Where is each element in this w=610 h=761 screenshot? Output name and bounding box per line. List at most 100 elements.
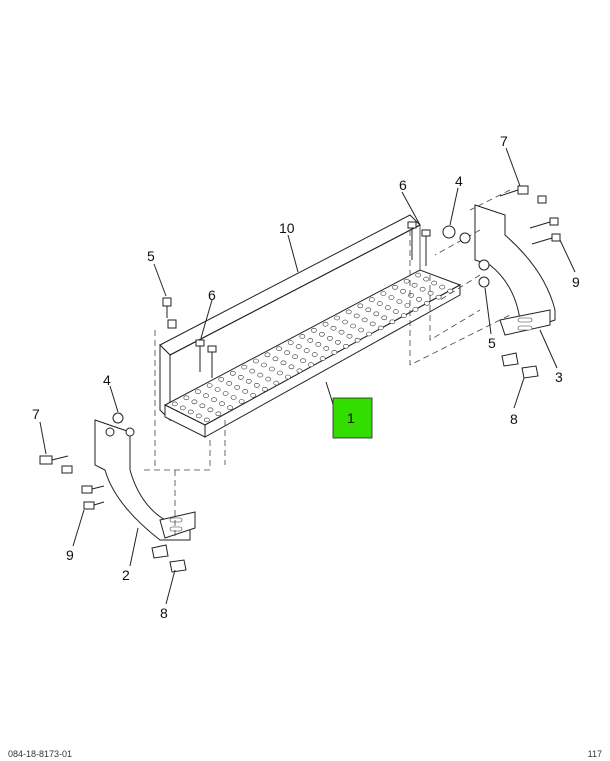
tread-hole — [295, 344, 302, 349]
tread-hole — [377, 325, 384, 331]
callout-1: 1 — [347, 410, 355, 426]
tread-hole — [342, 343, 349, 349]
tread-hole — [368, 297, 375, 302]
tread-hole — [211, 397, 217, 403]
back-panel — [159, 214, 421, 422]
tread-hole — [396, 299, 403, 304]
nut-4-left — [112, 412, 124, 424]
callout-6-right: 6 — [399, 177, 407, 193]
tread-hole — [361, 317, 368, 323]
callout-4-left: 4 — [103, 372, 111, 388]
tread-hole — [261, 386, 268, 392]
tread-hole — [207, 407, 214, 413]
tread-hole — [268, 366, 275, 372]
tread-hole — [203, 417, 210, 423]
tread-hole — [319, 356, 326, 361]
tread-hole — [222, 391, 229, 396]
left-bracket — [94, 419, 196, 541]
tread-hole — [415, 272, 422, 278]
tread-hole — [389, 319, 396, 325]
tread-hole — [241, 364, 248, 370]
tread-hole — [257, 372, 264, 378]
callout-3: 3 — [555, 369, 563, 385]
tread-hole — [234, 385, 241, 390]
tread-hole — [273, 380, 280, 386]
tread-hole — [242, 389, 249, 394]
tread-hole — [311, 352, 318, 357]
drawing-number: 084-18-8173-01 — [8, 749, 73, 759]
bolt-9-right — [529, 217, 559, 229]
tread-hole — [447, 288, 454, 294]
tread-hole — [408, 292, 414, 298]
tread-hole — [411, 282, 418, 288]
callout-8-left: 8 — [160, 605, 168, 621]
tread-hole — [412, 307, 419, 312]
callout-10: 10 — [279, 220, 295, 236]
tread-hole — [419, 286, 426, 292]
tread-hole — [183, 395, 190, 401]
tread-hole — [264, 352, 271, 358]
tread-hole — [276, 346, 282, 352]
callout-6-left: 6 — [208, 287, 216, 303]
tread-hole — [195, 389, 201, 395]
tread-hole — [427, 290, 434, 296]
tread-hole — [230, 395, 237, 400]
tread-hole — [214, 387, 221, 392]
tread-hole — [284, 350, 290, 356]
tread-hole — [191, 399, 198, 405]
clip-8-left — [151, 544, 187, 573]
tread-hole — [218, 377, 225, 382]
tread-hole — [187, 409, 194, 415]
callout-labels: 1 2 3 4 4 5 5 6 6 7 7 8 8 9 9 10 — [32, 133, 580, 621]
tread-hole — [365, 307, 372, 313]
tread-hole — [380, 291, 387, 296]
tread-hole — [287, 340, 294, 345]
tread-hole — [381, 315, 388, 321]
tread-holes — [171, 272, 454, 423]
tread-hole — [199, 403, 206, 409]
tread-hole — [353, 313, 360, 319]
tread-hole — [403, 278, 410, 284]
tread-hole — [392, 284, 398, 290]
tread-hole — [310, 327, 317, 333]
bolt-9-left-2 — [83, 501, 105, 510]
tread-hole — [250, 393, 257, 398]
tread-hole — [323, 346, 330, 351]
clip-8-right — [501, 352, 539, 379]
tread-hole — [296, 368, 303, 374]
tread-hole — [249, 368, 256, 374]
tread-hole — [326, 335, 333, 341]
tread-hole — [318, 331, 325, 337]
callout-9-left: 9 — [66, 547, 74, 563]
callout-4-right: 4 — [455, 173, 463, 189]
screw-6-right-2 — [421, 229, 431, 266]
callout-5-right: 5 — [488, 335, 496, 351]
tread-hole — [431, 280, 438, 286]
tread-hole — [369, 321, 376, 327]
tread-hole — [215, 411, 222, 417]
screw-6-left — [195, 339, 205, 372]
bolt-left-lower — [61, 465, 73, 474]
tread-hole — [307, 338, 314, 343]
callout-5-left: 5 — [147, 248, 155, 264]
tread-hole — [357, 303, 364, 309]
tread-hole — [292, 354, 298, 360]
tread-hole — [280, 360, 287, 366]
tread-hole — [171, 401, 178, 407]
tread-hole — [416, 296, 422, 302]
tread-hole — [350, 323, 356, 329]
tread-hole — [330, 325, 337, 331]
nut-5-right — [478, 259, 490, 288]
tread-hole — [315, 342, 322, 347]
tread-hole — [435, 294, 442, 300]
tread-hole — [388, 295, 395, 300]
tread-hole — [400, 288, 406, 294]
tread-hole — [276, 370, 283, 376]
tread-hole — [376, 301, 383, 306]
screw-5-left-2 — [167, 319, 177, 329]
tread-hole — [384, 305, 391, 310]
tread-hole — [238, 399, 245, 404]
highlight-callout-1 — [332, 397, 373, 439]
callout-2: 2 — [122, 567, 130, 583]
callout-7-right: 7 — [500, 133, 508, 149]
